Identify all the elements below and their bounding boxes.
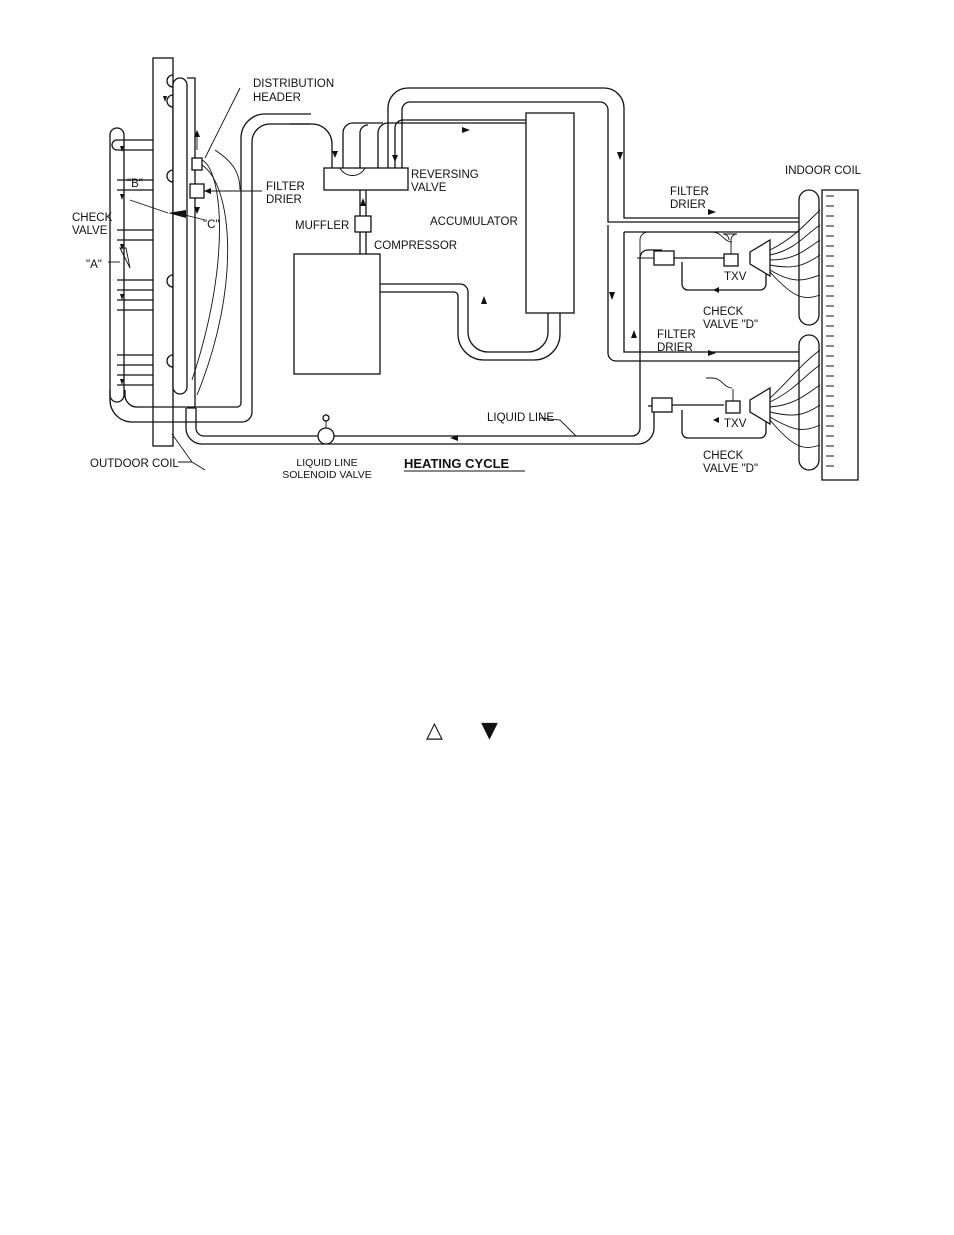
label-reversing-valve-2: VALVE — [411, 182, 447, 194]
label-check-d-bottom-2: VALVE "D" — [703, 463, 758, 475]
label-filter-drier-top-1: FILTER — [670, 186, 709, 198]
label-muffler: MUFFLER — [295, 220, 349, 232]
label-reversing-valve-1: REVERSING — [411, 169, 479, 181]
liquid-line — [185, 249, 662, 445]
check-valves-outdoor — [108, 199, 206, 269]
legend-open-triangle: △ — [426, 718, 443, 743]
label-liquid-line: LIQUID LINE — [487, 412, 554, 424]
label-check-valve-2: VALVE — [72, 225, 108, 237]
label-compressor: COMPRESSOR — [374, 240, 457, 252]
label-solenoid-1: LIQUID LINE — [296, 457, 357, 469]
accumulator — [525, 112, 575, 314]
label-filter-drier-outdoor-2: DRIER — [266, 194, 302, 206]
label-filter-drier-bottom-1: FILTER — [657, 329, 696, 341]
label-txv-top: TXV — [724, 271, 747, 283]
label-check-d-bottom-1: CHECK — [703, 450, 744, 462]
label-check-valve-1: CHECK — [72, 212, 113, 224]
legend-filled-triangle: ▼ — [481, 718, 498, 743]
compressor — [293, 253, 381, 375]
muffler — [354, 190, 372, 254]
label-check-d-top-1: CHECK — [703, 306, 744, 318]
outdoor-coil — [109, 57, 311, 447]
label-accumulator: ACCUMULATOR — [430, 216, 518, 228]
label-filter-drier-outdoor-1: FILTER — [266, 181, 305, 193]
indoor-circuit-lower — [651, 334, 821, 471]
reversing-valve — [323, 167, 409, 191]
label-solenoid-2: SOLENOID VALVE — [282, 469, 371, 481]
label-check-c: "C" — [203, 219, 219, 231]
label-check-b: "B" — [127, 178, 143, 190]
label-txv-bottom: TXV — [724, 418, 747, 430]
distribution-header — [191, 87, 241, 396]
label-distribution-header-2: HEADER — [253, 92, 301, 104]
label-outdoor-coil: OUTDOOR COIL — [90, 458, 179, 470]
label-check-d-top-2: VALVE "D" — [703, 319, 758, 331]
indoor-coil — [821, 189, 859, 481]
diagram-title: HEATING CYCLE — [404, 456, 510, 471]
label-indoor-coil: INDOOR COIL — [785, 165, 862, 177]
label-distribution-header-1: DISTRIBUTION — [253, 78, 334, 90]
label-filter-drier-top-2: DRIER — [670, 199, 706, 211]
label-filter-drier-bottom-2: DRIER — [657, 342, 693, 354]
filter-drier-outdoor — [189, 183, 262, 214]
label-check-a: "A" — [86, 259, 102, 271]
liquid-line-solenoid-valve — [317, 414, 335, 445]
indoor-circuit-upper — [637, 189, 821, 326]
